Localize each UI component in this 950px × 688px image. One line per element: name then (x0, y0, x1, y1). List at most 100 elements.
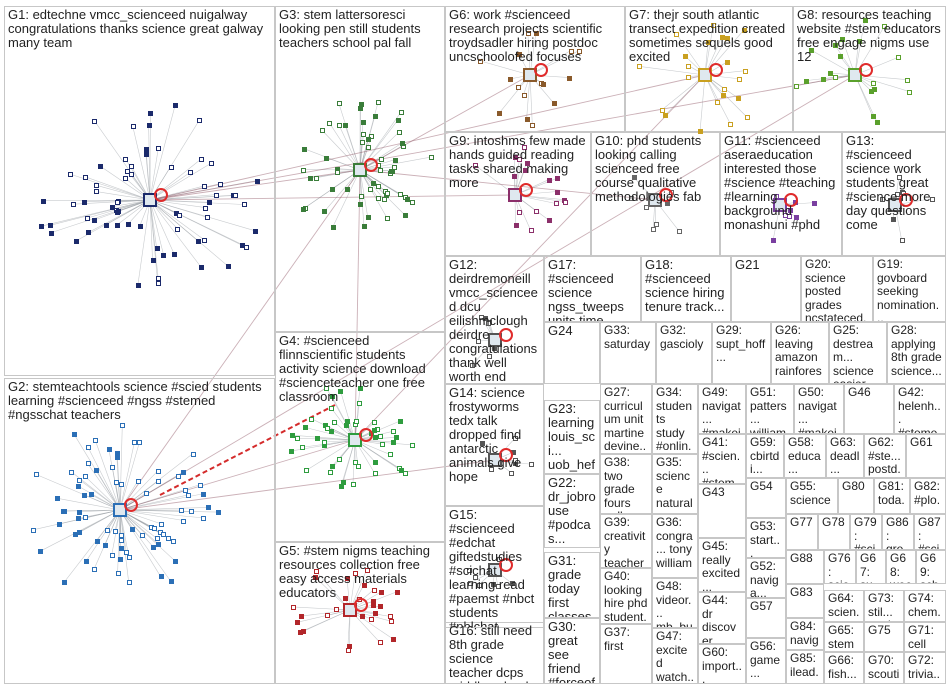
node-marker[interactable] (868, 88, 874, 94)
group-g26[interactable]: G26: leaving amazon rainfores... (771, 322, 829, 384)
group-g44[interactable]: G44: dr discover power... (698, 592, 746, 644)
node-marker[interactable] (324, 613, 330, 619)
node-marker[interactable] (395, 117, 401, 123)
node-marker[interactable] (173, 559, 179, 565)
node-marker[interactable] (371, 587, 377, 593)
node-marker[interactable] (357, 400, 363, 406)
node-marker[interactable] (344, 576, 350, 582)
node-marker[interactable] (741, 27, 747, 33)
group-g11[interactable]: G11: #scienceed aseraeducation intereste… (720, 132, 842, 256)
node-marker[interactable] (660, 107, 666, 113)
node-marker[interactable] (677, 229, 683, 235)
node-marker[interactable] (38, 549, 44, 555)
group-g62[interactable]: G62: #ste... postd... (864, 434, 906, 478)
node-marker[interactable] (88, 492, 94, 498)
node-marker[interactable] (551, 101, 557, 107)
node-marker[interactable] (132, 440, 138, 446)
node-marker[interactable] (384, 215, 390, 221)
group-g81[interactable]: G81: toda... (874, 478, 910, 514)
node-marker[interactable] (882, 24, 888, 30)
node-marker[interactable] (728, 122, 734, 128)
node-marker[interactable] (341, 480, 346, 486)
node-marker[interactable] (322, 209, 328, 215)
node-marker[interactable] (146, 122, 152, 128)
group-g58[interactable]: G58: educa... thankf... (784, 434, 826, 478)
node-marker[interactable] (562, 199, 568, 205)
node-marker[interactable] (77, 530, 83, 536)
node-marker[interactable] (336, 100, 342, 106)
node-marker[interactable] (390, 168, 396, 174)
node-marker[interactable] (181, 469, 187, 475)
node-marker[interactable] (832, 42, 838, 48)
node-marker[interactable] (204, 215, 210, 221)
node-marker[interactable] (61, 580, 67, 586)
node-marker[interactable] (324, 385, 330, 391)
node-marker[interactable] (358, 201, 364, 207)
node-marker[interactable] (188, 170, 194, 176)
node-marker[interactable] (568, 48, 574, 54)
node-marker[interactable] (880, 196, 886, 202)
node-marker[interactable] (114, 200, 120, 206)
node-marker[interactable] (327, 120, 333, 126)
node-marker[interactable] (533, 208, 539, 214)
node-marker[interactable] (720, 93, 726, 99)
group-g57[interactable]: G57 (746, 598, 786, 638)
node-marker[interactable] (497, 111, 503, 117)
node-marker[interactable] (40, 198, 46, 204)
node-marker[interactable] (360, 613, 366, 619)
node-marker[interactable] (31, 527, 37, 533)
node-marker[interactable] (76, 516, 82, 522)
node-marker[interactable] (190, 451, 196, 457)
node-marker[interactable] (508, 470, 514, 476)
node-marker[interactable] (328, 405, 334, 411)
node-marker[interactable] (364, 567, 370, 573)
group-g9[interactable]: G9: intoshms few made hands guided readi… (445, 132, 591, 256)
node-marker[interactable] (379, 589, 385, 595)
group-g86[interactable]: G86: grea... (882, 514, 914, 550)
node-marker[interactable] (358, 102, 364, 108)
node-marker[interactable] (94, 467, 100, 473)
node-marker[interactable] (391, 429, 397, 435)
group-g77[interactable]: G77 (786, 514, 818, 550)
node-marker[interactable] (154, 536, 160, 542)
group-g84[interactable]: G84: navig... (786, 618, 824, 650)
node-marker[interactable] (156, 541, 162, 547)
node-marker[interactable] (290, 604, 296, 610)
node-marker[interactable] (49, 230, 55, 236)
node-marker[interactable] (837, 54, 843, 60)
node-marker[interactable] (683, 54, 689, 60)
group-g66[interactable]: G66: fish... (824, 652, 864, 684)
node-marker[interactable] (129, 172, 135, 178)
node-marker[interactable] (81, 492, 87, 498)
node-marker[interactable] (120, 423, 126, 429)
node-marker[interactable] (137, 440, 143, 446)
node-marker[interactable] (72, 532, 78, 538)
group-g88[interactable]: G88 (786, 550, 824, 584)
group-g15[interactable]: G15: #scienceed #edchat giftedstudies #s… (445, 506, 544, 628)
node-marker[interactable] (92, 118, 98, 124)
node-marker[interactable] (119, 532, 125, 538)
node-marker[interactable] (301, 146, 307, 152)
node-marker[interactable] (137, 223, 143, 229)
node-marker[interactable] (119, 482, 125, 488)
node-marker[interactable] (109, 552, 115, 558)
group-g79[interactable]: G79: #sci... (850, 514, 882, 550)
node-marker[interactable] (168, 578, 174, 584)
group-g46[interactable]: G46 (844, 384, 894, 434)
node-marker[interactable] (706, 39, 712, 45)
node-marker[interactable] (55, 496, 61, 502)
node-marker[interactable] (117, 556, 123, 562)
node-marker[interactable] (541, 82, 547, 88)
node-marker[interactable] (214, 192, 220, 198)
group-g2[interactable]: G2: stemteachtools science #scied studen… (4, 378, 275, 684)
group-g67[interactable]: G67: sum... (856, 550, 886, 584)
node-marker[interactable] (126, 221, 132, 227)
group-g28[interactable]: G28: applying 8th grade science... (887, 322, 946, 384)
group-g52[interactable]: G52: naviga... (746, 558, 786, 598)
node-marker[interactable] (486, 320, 492, 326)
node-marker[interactable] (254, 178, 260, 184)
group-g29[interactable]: G29: supt_hoff... (712, 322, 771, 384)
node-marker[interactable] (183, 488, 189, 494)
group-g23[interactable]: G23: learning louis_sci... uob_hefi #bot… (544, 400, 600, 474)
node-marker[interactable] (771, 238, 776, 244)
